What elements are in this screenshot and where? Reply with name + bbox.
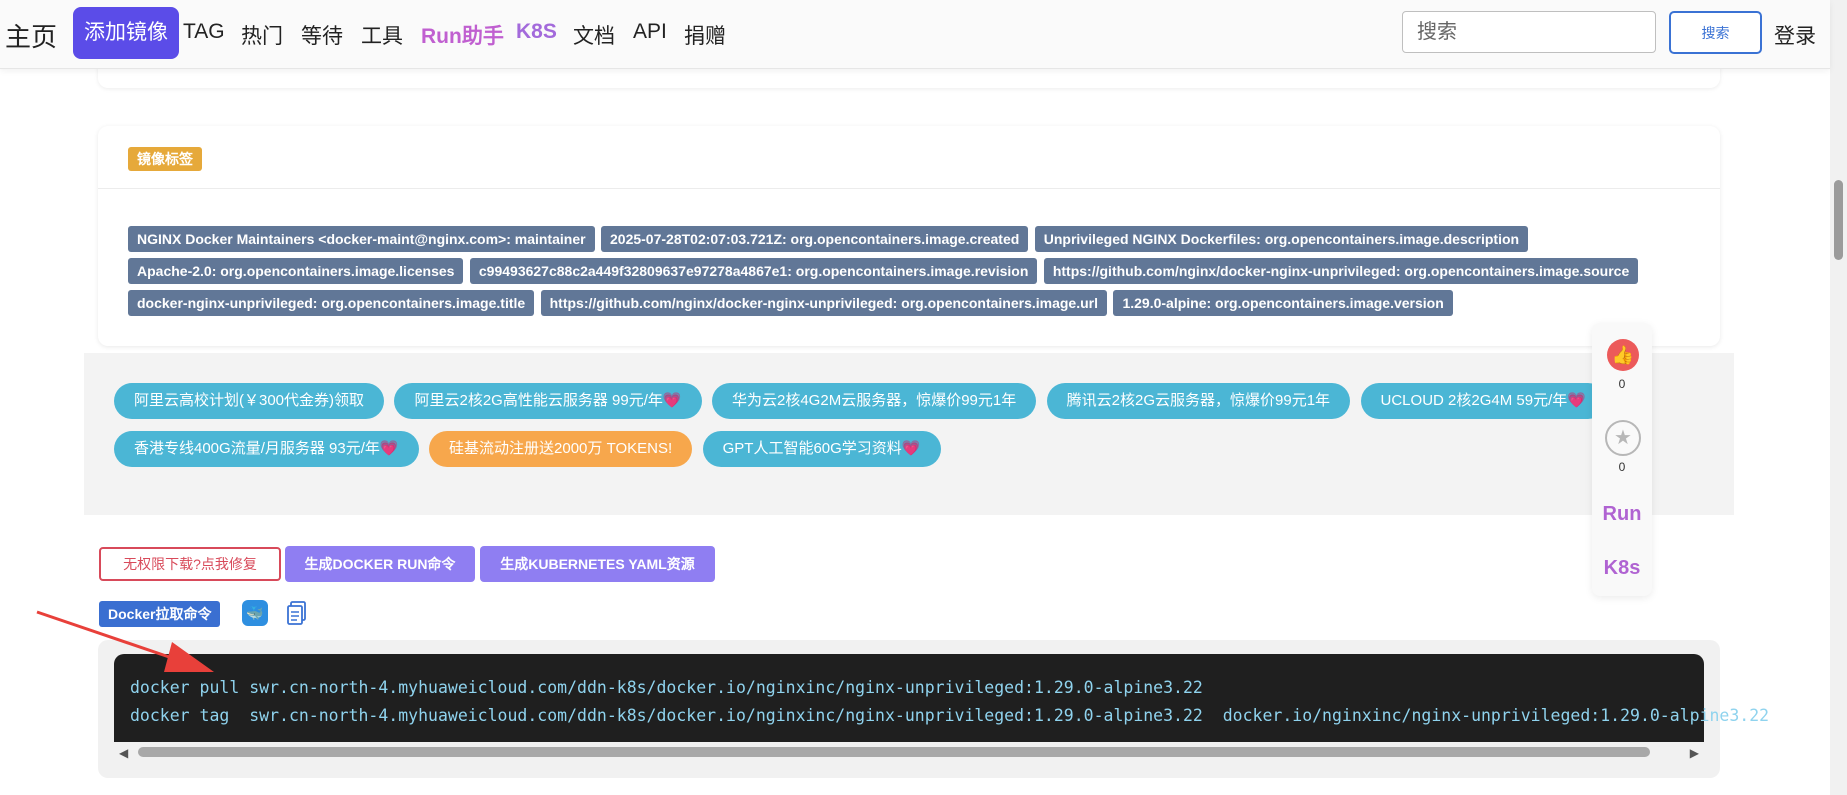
heart-icon: 💗 (379, 440, 399, 457)
promo-row-2: 香港专线400G流量/月服务器 93元/年💗 硅基流动注册送2000万 TOKE… (114, 431, 947, 467)
promo-link[interactable]: GPT人工智能60G学习资料💗 (702, 431, 941, 467)
nav-tag[interactable]: TAG (183, 20, 225, 43)
promo-banner-area: 阿里云高校计划(￥300代金券)领取 阿里云2核2G高性能云服务器 99元/年💗… (84, 353, 1734, 515)
float-k8s-link[interactable]: K8s (1603, 557, 1641, 579)
promo-link[interactable]: 阿里云2核2G高性能云服务器 99元/年💗 (394, 383, 702, 419)
promo-row-1: 阿里云高校计划(￥300代金券)领取 阿里云2核2G高性能云服务器 99元/年💗… (114, 383, 1612, 419)
like-count: 0 (1618, 377, 1626, 391)
promo-link[interactable]: 华为云2核4G2M云服务器，惊爆价99元1年 (712, 383, 1037, 419)
promo-link[interactable]: 阿里云高校计划(￥300代金券)领取 (114, 383, 385, 419)
float-run-link[interactable]: Run (1602, 503, 1642, 525)
scroll-right-icon[interactable]: ▶ (1689, 746, 1699, 760)
code-block-container: docker pull swr.cn-north-4.myhuaweicloud… (98, 640, 1769, 778)
float-action-panel: 👍 0 ★ 0 Run K8s (1592, 323, 1652, 596)
heart-icon: 💗 (901, 440, 921, 457)
nav-run-helper[interactable]: Run助手 (421, 25, 504, 48)
nav-hot[interactable]: 热门 (241, 25, 283, 48)
card-divider (98, 188, 1720, 189)
promo-link[interactable]: 香港专线400G流量/月服务器 93元/年💗 (114, 431, 419, 467)
generate-k8s-yaml-button[interactable]: 生成KUBERNETES YAML资源 (480, 546, 715, 582)
label-badge: c99493627c88c2a449f32809637e97278a4867e1… (469, 258, 1038, 284)
generate-docker-run-button[interactable]: 生成DOCKER RUN命令 (285, 546, 475, 582)
scroll-thumb[interactable] (138, 747, 1650, 757)
star-icon[interactable]: ★ (1605, 420, 1641, 456)
docker-pull-command-badge: Docker拉取命令 (99, 601, 221, 627)
docker-whale-icon[interactable]: 🐳 (242, 600, 268, 626)
image-tags-title: 镜像标签 (128, 147, 202, 171)
nav-k8s[interactable]: K8S (516, 20, 557, 43)
label-badge: Apache-2.0: org.opencontainers.image.lic… (128, 258, 464, 284)
star-count: 0 (1618, 460, 1626, 474)
label-badge: docker-nginx-unprivileged: org.openconta… (128, 290, 535, 316)
nav-donate[interactable]: 捐赠 (684, 25, 726, 48)
nav-add-image[interactable]: 添加镜像 (73, 7, 179, 59)
copy-icon[interactable] (285, 600, 309, 626)
label-badge: NGINX Docker Maintainers <docker-maint@n… (128, 226, 595, 252)
login-link[interactable]: 登录 (1774, 25, 1816, 48)
page-scroll-thumb[interactable] (1834, 180, 1843, 260)
label-badge: 2025-07-28T02:07:03.721Z: org.opencontai… (601, 226, 1029, 252)
pull-command-line: docker pull swr.cn-north-4.myhuaweicloud… (130, 678, 1203, 697)
nav-api[interactable]: API (633, 20, 667, 43)
search-button[interactable]: 搜索 (1669, 11, 1762, 54)
nav-docs[interactable]: 文档 (573, 25, 615, 48)
page-vertical-scrollbar[interactable] (1830, 0, 1847, 795)
image-tags-card: 镜像标签 NGINX Docker Maintainers <docker-ma… (98, 126, 1720, 346)
tag-command-line: docker tag swr.cn-north-4.myhuaweicloud.… (130, 706, 1770, 725)
promo-link[interactable]: 腾讯云2核2G云服务器，惊爆价99元1年 (1046, 383, 1351, 419)
promo-link[interactable]: 硅基流动注册送2000万 TOKENS! (429, 431, 693, 467)
heart-icon: 💗 (1567, 392, 1586, 409)
promo-link[interactable]: UCLOUD 2核2G4M 59元/年💗 (1360, 383, 1606, 419)
nav-home[interactable]: 主页 (5, 22, 58, 52)
thumbs-up-icon[interactable]: 👍 (1607, 339, 1639, 371)
label-badge: https://github.com/nginx/docker-nginx-un… (1043, 258, 1639, 284)
label-badge: 1.29.0-alpine: org.opencontainers.image.… (1113, 290, 1453, 316)
label-badge: Unprivileged NGINX Dockerfiles: org.open… (1034, 226, 1529, 252)
docker-command-code[interactable]: docker pull swr.cn-north-4.myhuaweicloud… (114, 654, 1769, 762)
scroll-left-icon[interactable]: ◀ (119, 746, 129, 760)
nav-tools[interactable]: 工具 (361, 25, 403, 48)
heart-icon: 💗 (662, 392, 682, 409)
code-horizontal-scrollbar[interactable]: ◀ ▶ (114, 742, 1704, 762)
label-badge: https://github.com/nginx/docker-nginx-un… (540, 290, 1107, 316)
image-labels: NGINX Docker Maintainers <docker-maint@n… (128, 226, 1708, 322)
fix-permission-button[interactable]: 无权限下载?点我修复 (99, 547, 281, 581)
search-input[interactable] (1402, 11, 1656, 53)
top-navbar: 主页 添加镜像 TAG 热门 等待 工具 Run助手 K8S 文档 API 捐赠… (0, 0, 1830, 69)
nav-waiting[interactable]: 等待 (301, 25, 343, 48)
